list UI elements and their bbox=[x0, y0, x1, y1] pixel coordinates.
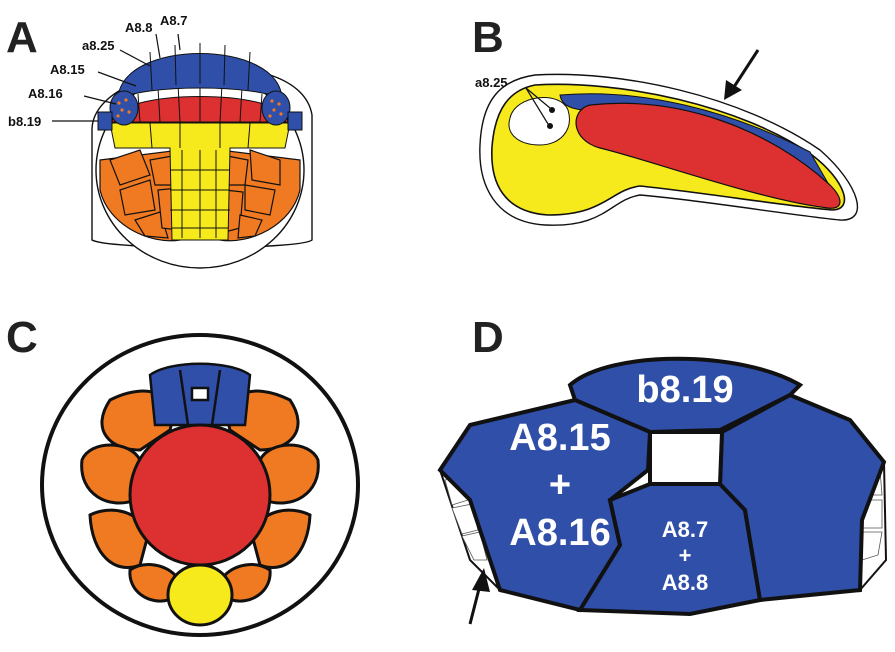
label-a8-15: A8.15 bbox=[50, 62, 85, 77]
label-a8-25: a8.25 bbox=[82, 38, 115, 53]
panel-d-letter: D bbox=[472, 313, 504, 362]
panel-b: B a8.25 bbox=[472, 13, 857, 225]
panel-c: C bbox=[6, 313, 358, 635]
label-a8-7: A8.7 bbox=[160, 13, 187, 28]
panel-b-letter: B bbox=[472, 13, 504, 62]
label-b8-19: b8.19 bbox=[8, 114, 41, 129]
arrow-b bbox=[724, 50, 758, 100]
embryo-c-red-cell bbox=[130, 425, 270, 565]
cell-center-gap bbox=[650, 432, 722, 484]
embryo-c-center-gap bbox=[192, 388, 208, 400]
panel-a: A bbox=[6, 13, 312, 268]
label-d-a8-7: A8.7 bbox=[662, 517, 708, 542]
label-d-a8-8: A8.8 bbox=[662, 570, 708, 595]
label-a8-16: A8.16 bbox=[28, 86, 63, 101]
label-d-a8-16: A8.16 bbox=[509, 512, 610, 554]
label-a8-8: A8.8 bbox=[125, 20, 152, 35]
embryo-c-yellow-cell bbox=[168, 565, 232, 625]
label-d-plus-2: + bbox=[679, 543, 692, 568]
label-d-a8-15: A8.15 bbox=[509, 417, 610, 459]
panel-c-letter: C bbox=[6, 313, 38, 362]
label-b-a8-25: a8.25 bbox=[475, 75, 508, 90]
panel-d: D b8.19 A8.15 + A8.16 A8.7 + A8.8 bbox=[440, 313, 886, 624]
embryo-c-blue-cells bbox=[150, 364, 250, 425]
label-d-plus-1: + bbox=[549, 464, 571, 506]
label-d-b8-19: b8.19 bbox=[636, 369, 733, 411]
panel-a-letter: A bbox=[6, 13, 38, 62]
